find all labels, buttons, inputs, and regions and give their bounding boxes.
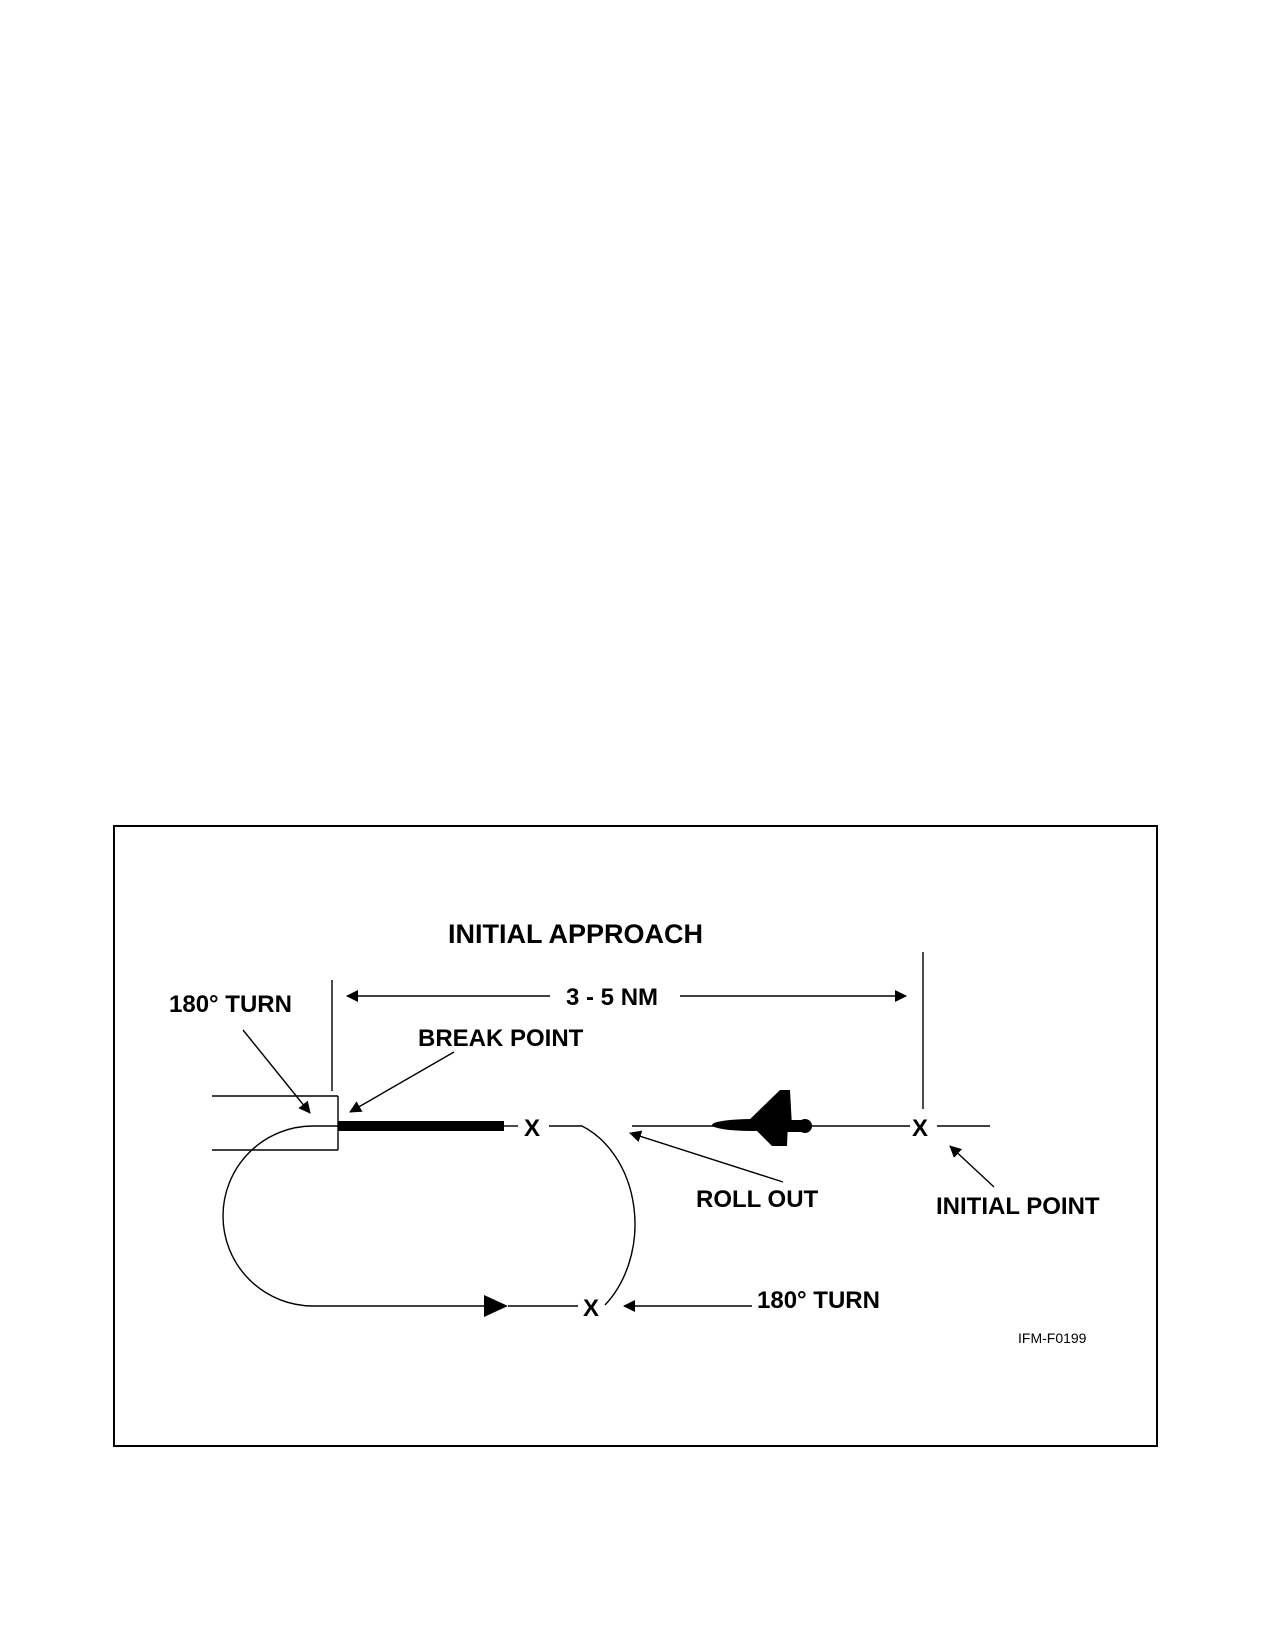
- figure-border: [113, 825, 1158, 1447]
- diagram-title: INITIAL APPROACH: [448, 919, 703, 949]
- turn-top-label: 180° TURN: [169, 991, 292, 1018]
- roll-out-label: ROLL OUT: [696, 1186, 819, 1213]
- break-point-arrow: [349, 1051, 455, 1113]
- turn-bottom-label: 180° TURN: [757, 1287, 880, 1314]
- runway: [212, 1095, 339, 1151]
- initial-point-x-marker: X: [912, 1115, 928, 1142]
- roll-out-arrow: [629, 1130, 784, 1183]
- aircraft-icon: [712, 1090, 812, 1146]
- initial-point-arrow: [949, 1145, 995, 1188]
- turn-x-marker: X: [583, 1295, 599, 1322]
- direction-arrow: [484, 1295, 508, 1317]
- break-point-label: BREAK POINT: [418, 1025, 584, 1052]
- break-segment: [338, 1121, 504, 1131]
- roll-out-x-marker: X: [524, 1115, 540, 1142]
- initial-point-label: INITIAL POINT: [936, 1193, 1100, 1220]
- turn-top-arrow: [242, 1029, 311, 1114]
- overhead-pattern-path: [222, 1125, 990, 1307]
- figure-code: IFM-F0199: [1018, 1330, 1087, 1346]
- distance-label: 3 - 5 NM: [566, 984, 658, 1011]
